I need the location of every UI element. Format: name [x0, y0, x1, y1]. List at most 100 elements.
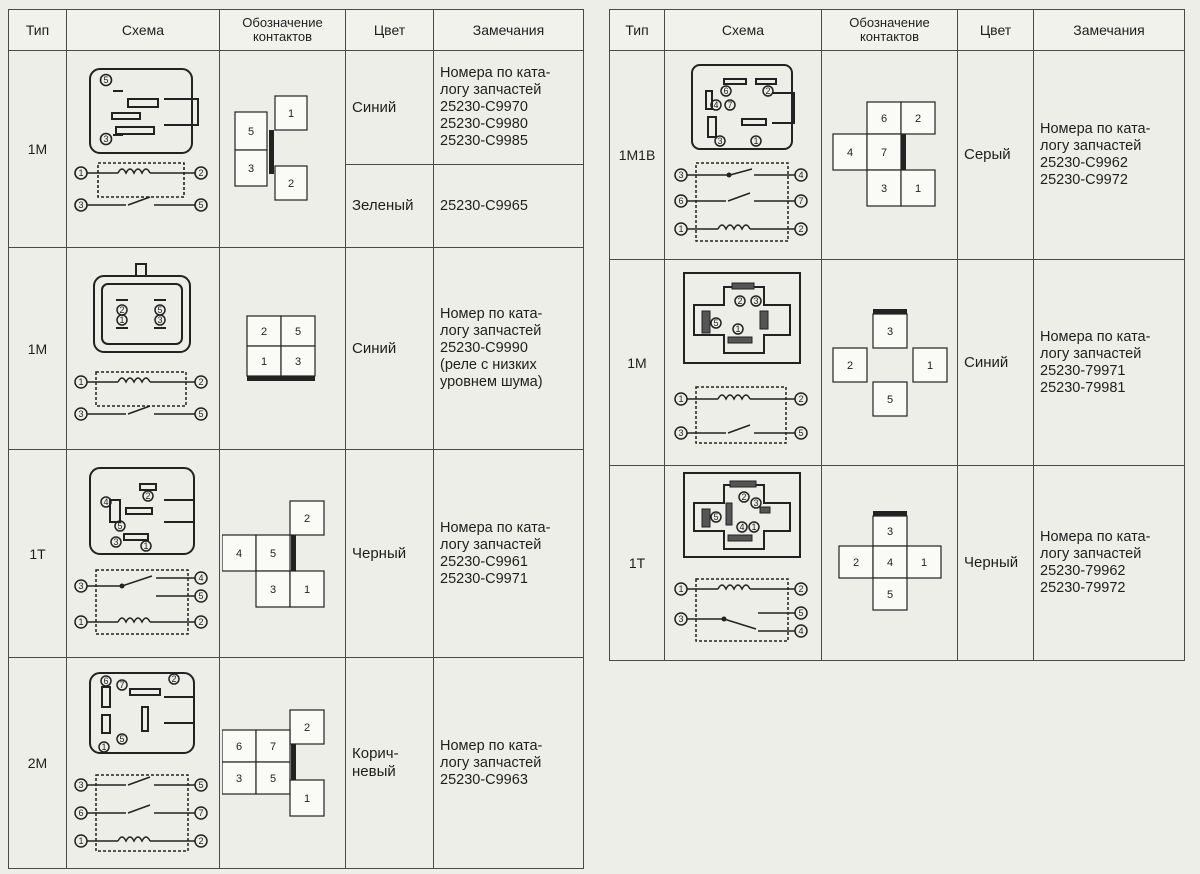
- scheme-label: 1: [78, 377, 83, 387]
- scheme-label: 3: [678, 170, 683, 180]
- pin-label: 5: [269, 773, 275, 785]
- header-contacts-line2: контактов: [252, 29, 313, 44]
- scheme-label: 7: [198, 808, 203, 818]
- scheme-label: 6: [78, 808, 83, 818]
- contacts-cell: 5 3 1 2: [219, 50, 346, 248]
- pin-label: 5: [269, 548, 275, 560]
- scheme-label: 2: [198, 377, 203, 387]
- scheme-label: 3: [717, 136, 722, 146]
- header-notes: Замечания: [1033, 9, 1185, 51]
- pin-label: 2: [303, 722, 309, 734]
- scheme-label: 6: [723, 86, 728, 96]
- scheme-label: 3: [103, 134, 108, 144]
- pin-label: 3: [269, 584, 275, 596]
- scheme-cell: 2 3 5 4 1 1 2 3 5 4: [664, 465, 822, 661]
- pin-label: 4: [235, 548, 241, 560]
- header-contacts-line1: Обозначение: [242, 15, 323, 30]
- note-line: логу запчастей: [440, 323, 542, 339]
- note-line: логу запчастей: [440, 536, 542, 553]
- table-row: 1T: [609, 465, 1185, 661]
- color-cell: Синий: [345, 50, 434, 165]
- scheme-label: 5: [103, 75, 108, 85]
- relay-schematic: 2 3 5 1 1 2 3 5: [674, 271, 808, 444]
- note-line: 25230-79981: [1040, 379, 1126, 396]
- contacts-cell: 6 2 4 7 3 1: [821, 50, 958, 260]
- pin-label: 1: [260, 356, 266, 368]
- note-line: логу запчастей: [1040, 345, 1142, 362]
- color-cell: Зеленый: [345, 164, 434, 248]
- scheme-label: 3: [157, 315, 162, 325]
- relay-schematic: 2 4 5 3 1 3 4 5 1 2: [74, 466, 208, 635]
- note-line: Номер по ката-: [440, 737, 543, 754]
- scheme-label: 5: [198, 200, 203, 210]
- pin-label: 7: [880, 147, 886, 159]
- contacts-cell: 3 2 4 1 5: [821, 465, 958, 661]
- note-line: Номера по ката-: [440, 519, 551, 536]
- scheme-label: 3: [78, 200, 83, 210]
- header-scheme: Схема: [66, 9, 220, 51]
- header-color: Цвет: [345, 9, 434, 51]
- relay-schematic: 2 3 5 4 1 1 2 3 5 4: [674, 472, 808, 642]
- notes-cell: Номер по ката- логу запчастей 25230-C996…: [433, 657, 584, 869]
- note-line: 25230-C9971: [440, 570, 528, 587]
- color-cell: Синий: [345, 247, 434, 450]
- note-line: логу запчастей: [1040, 138, 1142, 154]
- scheme-label: 2: [737, 296, 742, 306]
- table-row: Зеленый 25230-C9965: [9, 164, 584, 248]
- scheme-label: 5: [119, 734, 124, 744]
- note-line: 25230-C9990: [440, 340, 528, 356]
- scheme-label: 3: [753, 498, 758, 508]
- pin-label: 2: [260, 326, 266, 338]
- pin-label: 5: [886, 394, 892, 406]
- scheme-cell: 2 4 5 3 1 3 4 5 1 2: [66, 449, 220, 658]
- type-cell: 1T: [609, 465, 665, 661]
- pin-label: 5: [886, 589, 892, 601]
- color-cell: Синий: [957, 259, 1034, 466]
- scheme-label: 1: [735, 324, 740, 334]
- scheme-label: 7: [798, 196, 803, 206]
- pin-label: 3: [886, 526, 892, 538]
- scheme-label: 5: [198, 409, 203, 419]
- note-line: 25230-C9963: [440, 771, 528, 788]
- pin-label: 6: [880, 113, 886, 125]
- note-line: Номера по ката-: [1040, 121, 1151, 137]
- pin-label: 3: [880, 183, 886, 195]
- note-line: 25230-79962: [1040, 563, 1126, 579]
- pin-label: 1: [303, 584, 309, 596]
- pin-label: 1: [287, 108, 293, 120]
- table-row: 1T: [8, 449, 584, 658]
- scheme-label: 5: [798, 608, 803, 618]
- scheme-label: 3: [113, 537, 118, 547]
- scheme-label: 5: [798, 428, 803, 438]
- type-cell: 1M1B: [609, 50, 665, 260]
- scheme-cell: 2 5 1 3 1 2 3 5: [66, 247, 220, 450]
- note-line: 25230-C9985: [440, 133, 528, 149]
- note-line: логу запчастей: [440, 82, 542, 98]
- scheme-label: 1: [678, 394, 683, 404]
- contacts-cell: 3 2 1 5: [821, 259, 958, 466]
- scheme-label: 1: [101, 742, 106, 752]
- pin-label: 1: [914, 183, 920, 195]
- pin-label: 4: [846, 147, 852, 159]
- scheme-label: 2: [741, 492, 746, 502]
- pin-label: 3: [247, 163, 253, 175]
- scheme-label: 7: [119, 680, 124, 690]
- note-line: уровнем шумa): [440, 374, 543, 390]
- pin-label: 2: [287, 178, 293, 190]
- color-line: Корич-: [352, 745, 399, 762]
- pin-label: 3: [235, 773, 241, 785]
- pin-label: 3: [886, 326, 892, 338]
- table-row: 1M: [8, 247, 584, 450]
- note-line: 25230-C9980: [440, 116, 528, 132]
- scheme-label: 3: [678, 428, 683, 438]
- scheme-cell: 6 2 4 7 3 1 3 4 6 7 1 2: [664, 50, 822, 260]
- note-line: логу запчастей: [440, 754, 542, 771]
- pin-layout: 2 6 7 3 5 1: [221, 709, 325, 817]
- header-type: Тип: [8, 9, 67, 51]
- note-line: логу запчастей: [1040, 546, 1142, 562]
- table-row: 2M: [8, 657, 584, 869]
- scheme-cell: 5 3 1 2 3 5: [66, 50, 220, 248]
